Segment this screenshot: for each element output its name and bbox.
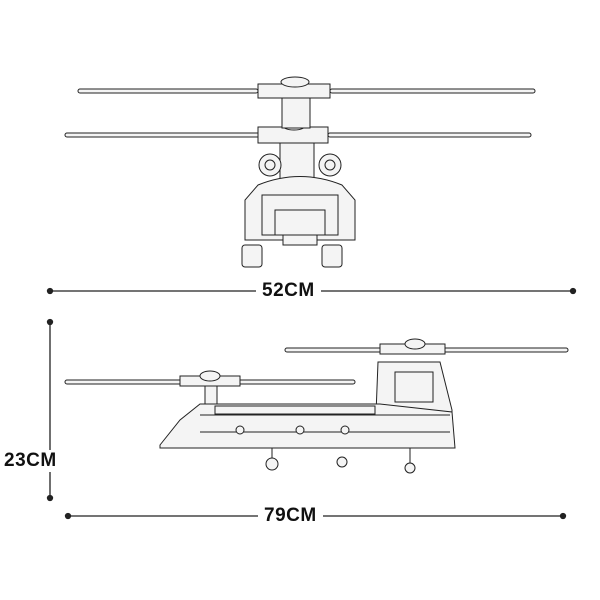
- wheel-rear: [404, 462, 416, 474]
- width-label: 52CM: [256, 280, 321, 302]
- wheel-left: [241, 244, 263, 268]
- dimension-line-height: [46, 318, 54, 502]
- wheel-right: [321, 244, 343, 268]
- helicopter-front-view: [64, 76, 536, 268]
- helicopter-side-view: [64, 338, 569, 474]
- height-label: 23CM: [0, 450, 61, 472]
- rotor-blades-upper: [77, 76, 536, 99]
- wheel-front: [265, 457, 279, 471]
- length-label: 79CM: [258, 505, 323, 527]
